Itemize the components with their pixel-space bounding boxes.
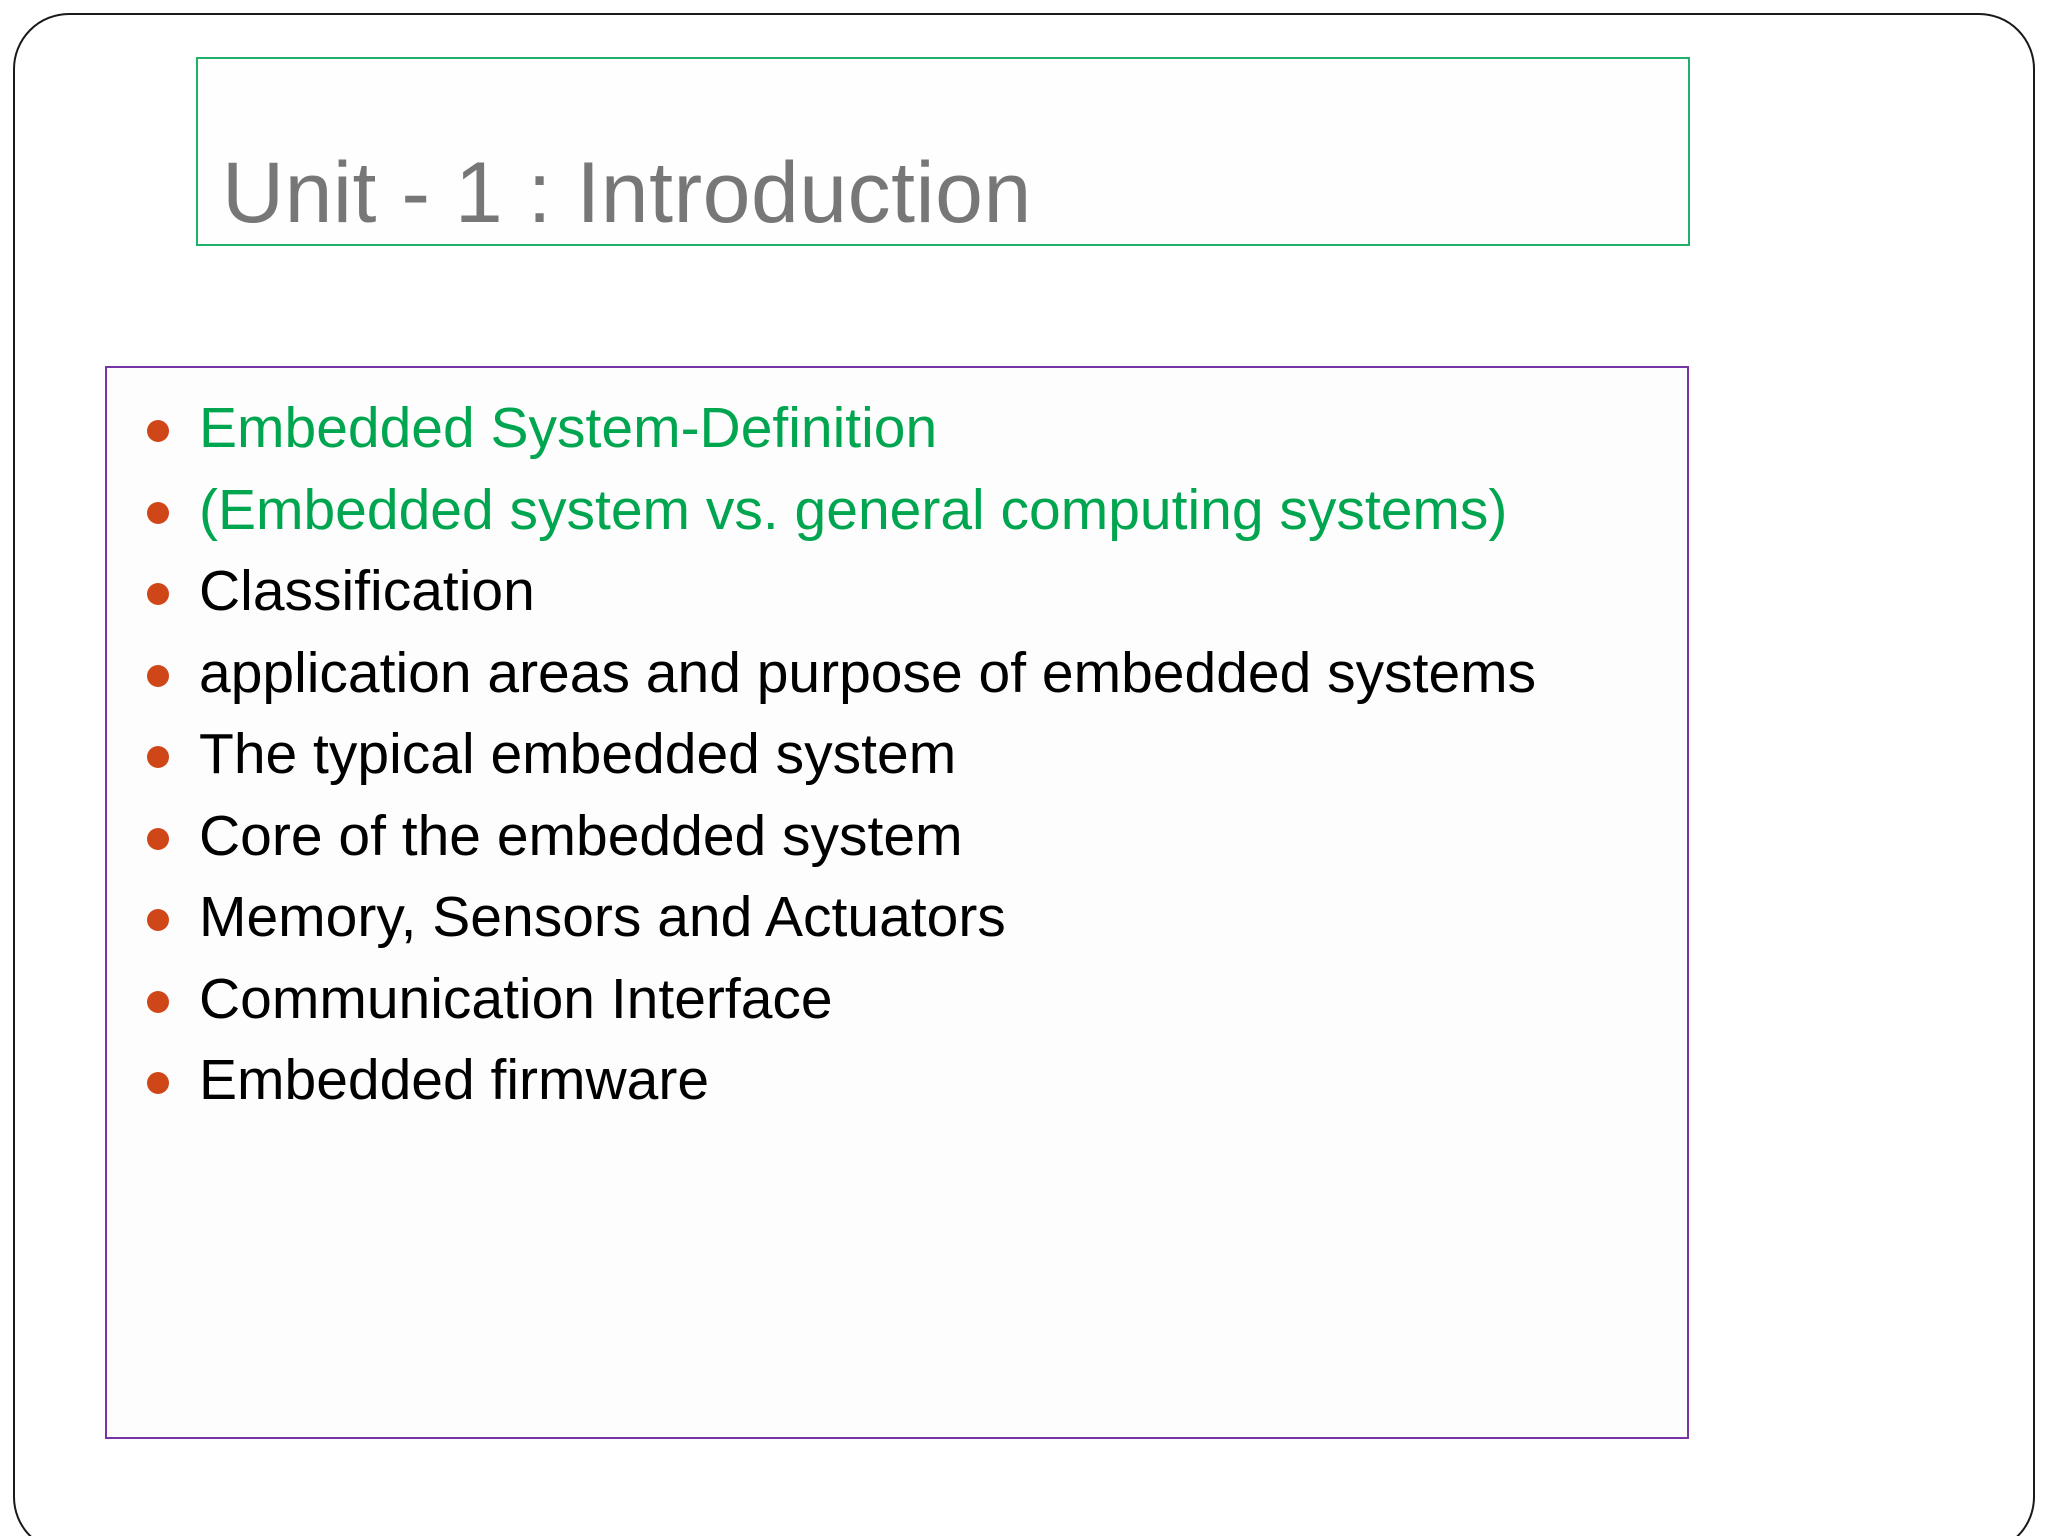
list-item: Embedded System-Definition — [127, 392, 1669, 466]
list-item: Embedded firmware — [127, 1044, 1669, 1118]
bullet-dot-icon — [147, 501, 169, 524]
list-item: application areas and purpose of embedde… — [127, 637, 1669, 711]
bullet-dot-icon — [147, 664, 169, 687]
bullet-dot-icon — [147, 583, 169, 606]
list-item-label: (Embedded system vs. general computing s… — [199, 477, 1508, 542]
list-item: Memory, Sensors and Actuators — [127, 881, 1669, 955]
list-item-label: Memory, Sensors and Actuators — [199, 885, 1006, 950]
list-item: (Embedded system vs. general computing s… — [127, 474, 1669, 548]
list-item-label: Classification — [199, 559, 535, 624]
list-item-label: application areas and purpose of embedde… — [199, 640, 1537, 705]
bullet-dot-icon — [147, 1072, 169, 1095]
bullet-dot-icon — [147, 420, 169, 442]
page-title: Unit - 1 : Introduction — [222, 145, 1032, 241]
list-item-label: Embedded System-Definition — [199, 396, 938, 460]
list-item: The typical embedded system — [127, 718, 1669, 792]
list-item: Core of the embedded system — [127, 800, 1669, 874]
list-item: Communication Interface — [127, 963, 1669, 1037]
bullet-dot-icon — [147, 909, 169, 932]
list-item-label: The typical embedded system — [199, 722, 957, 787]
bullet-dot-icon — [147, 746, 169, 769]
bullet-dot-icon — [147, 990, 169, 1013]
slide-title-box: Unit - 1 : Introduction — [196, 57, 1690, 246]
list-item-label: Core of the embedded system — [199, 803, 963, 868]
list-item: Classification — [127, 555, 1669, 629]
bullet-dot-icon — [147, 827, 169, 850]
bullet-list: Embedded System-Definition (Embedded sys… — [105, 366, 1689, 1126]
list-item-label: Embedded firmware — [199, 1048, 710, 1113]
slide-content-box — [105, 366, 1689, 1439]
list-item-label: Communication Interface — [199, 966, 833, 1031]
